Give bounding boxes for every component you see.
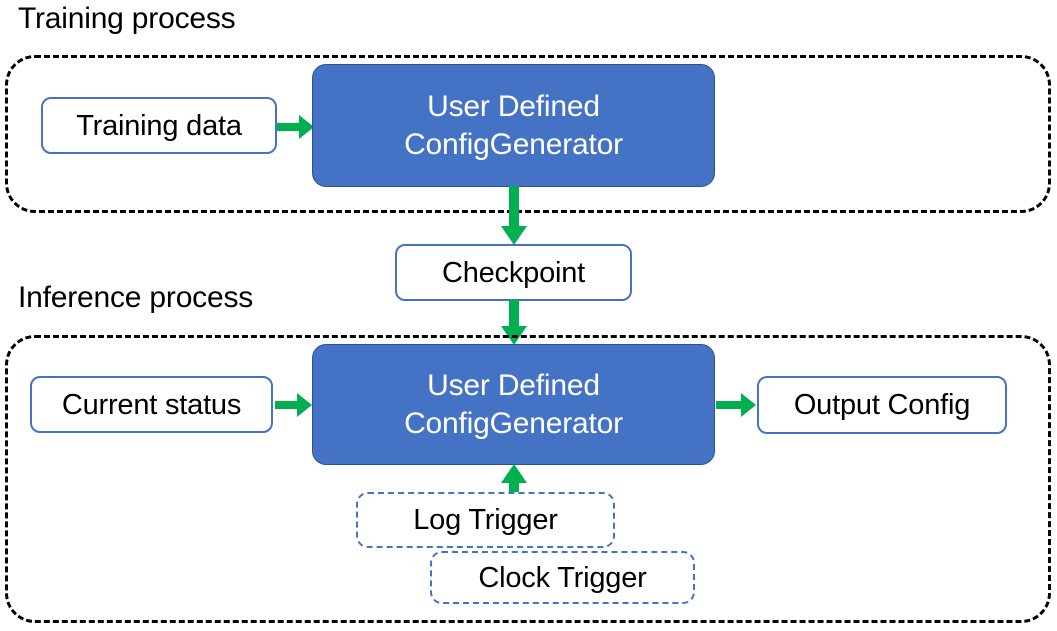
node-clock-trigger[interactable]: Clock Trigger: [430, 551, 695, 604]
node-log-trigger-label: Log Trigger: [413, 504, 558, 536]
node-inference-config-generator-line1: User Defined: [427, 368, 600, 402]
node-clock-trigger-label: Clock Trigger: [478, 561, 647, 594]
node-log-trigger[interactable]: Log Trigger: [356, 492, 615, 548]
node-output-config-label: Output Config: [793, 389, 971, 421]
arrow-generator-to-checkpoint: [500, 186, 528, 246]
node-current-status[interactable]: Current status: [30, 376, 273, 433]
node-checkpoint[interactable]: Checkpoint: [395, 244, 632, 301]
node-training-config-generator-line2: ConfigGenerator: [404, 127, 623, 161]
node-inference-config-generator[interactable]: User Defined ConfigGenerator: [312, 344, 715, 465]
node-training-config-generator-line1: User Defined: [427, 89, 600, 123]
inference-process-container: [5, 335, 1051, 623]
arrow-triggers-to-generator: [500, 464, 528, 500]
node-checkpoint-label: Checkpoint: [441, 256, 586, 289]
inference-process-title: Inference process: [18, 281, 254, 314]
node-training-data-label: Training data: [76, 109, 242, 142]
node-inference-config-generator-line2: ConfigGenerator: [404, 406, 623, 440]
arrow-generator-to-output-config: [716, 392, 757, 418]
training-process-container: [5, 55, 1051, 213]
node-training-data[interactable]: Training data: [41, 97, 277, 154]
node-output-config[interactable]: Output Config: [757, 376, 1007, 434]
arrow-checkpoint-to-inference-generator: [500, 300, 528, 346]
arrow-training-data-to-generator: [277, 114, 315, 140]
node-current-status-label: Current status: [61, 388, 242, 421]
arrow-current-status-to-generator: [275, 392, 313, 418]
node-training-config-generator[interactable]: User Defined ConfigGenerator: [312, 64, 715, 187]
training-process-title: Training process: [18, 2, 236, 35]
